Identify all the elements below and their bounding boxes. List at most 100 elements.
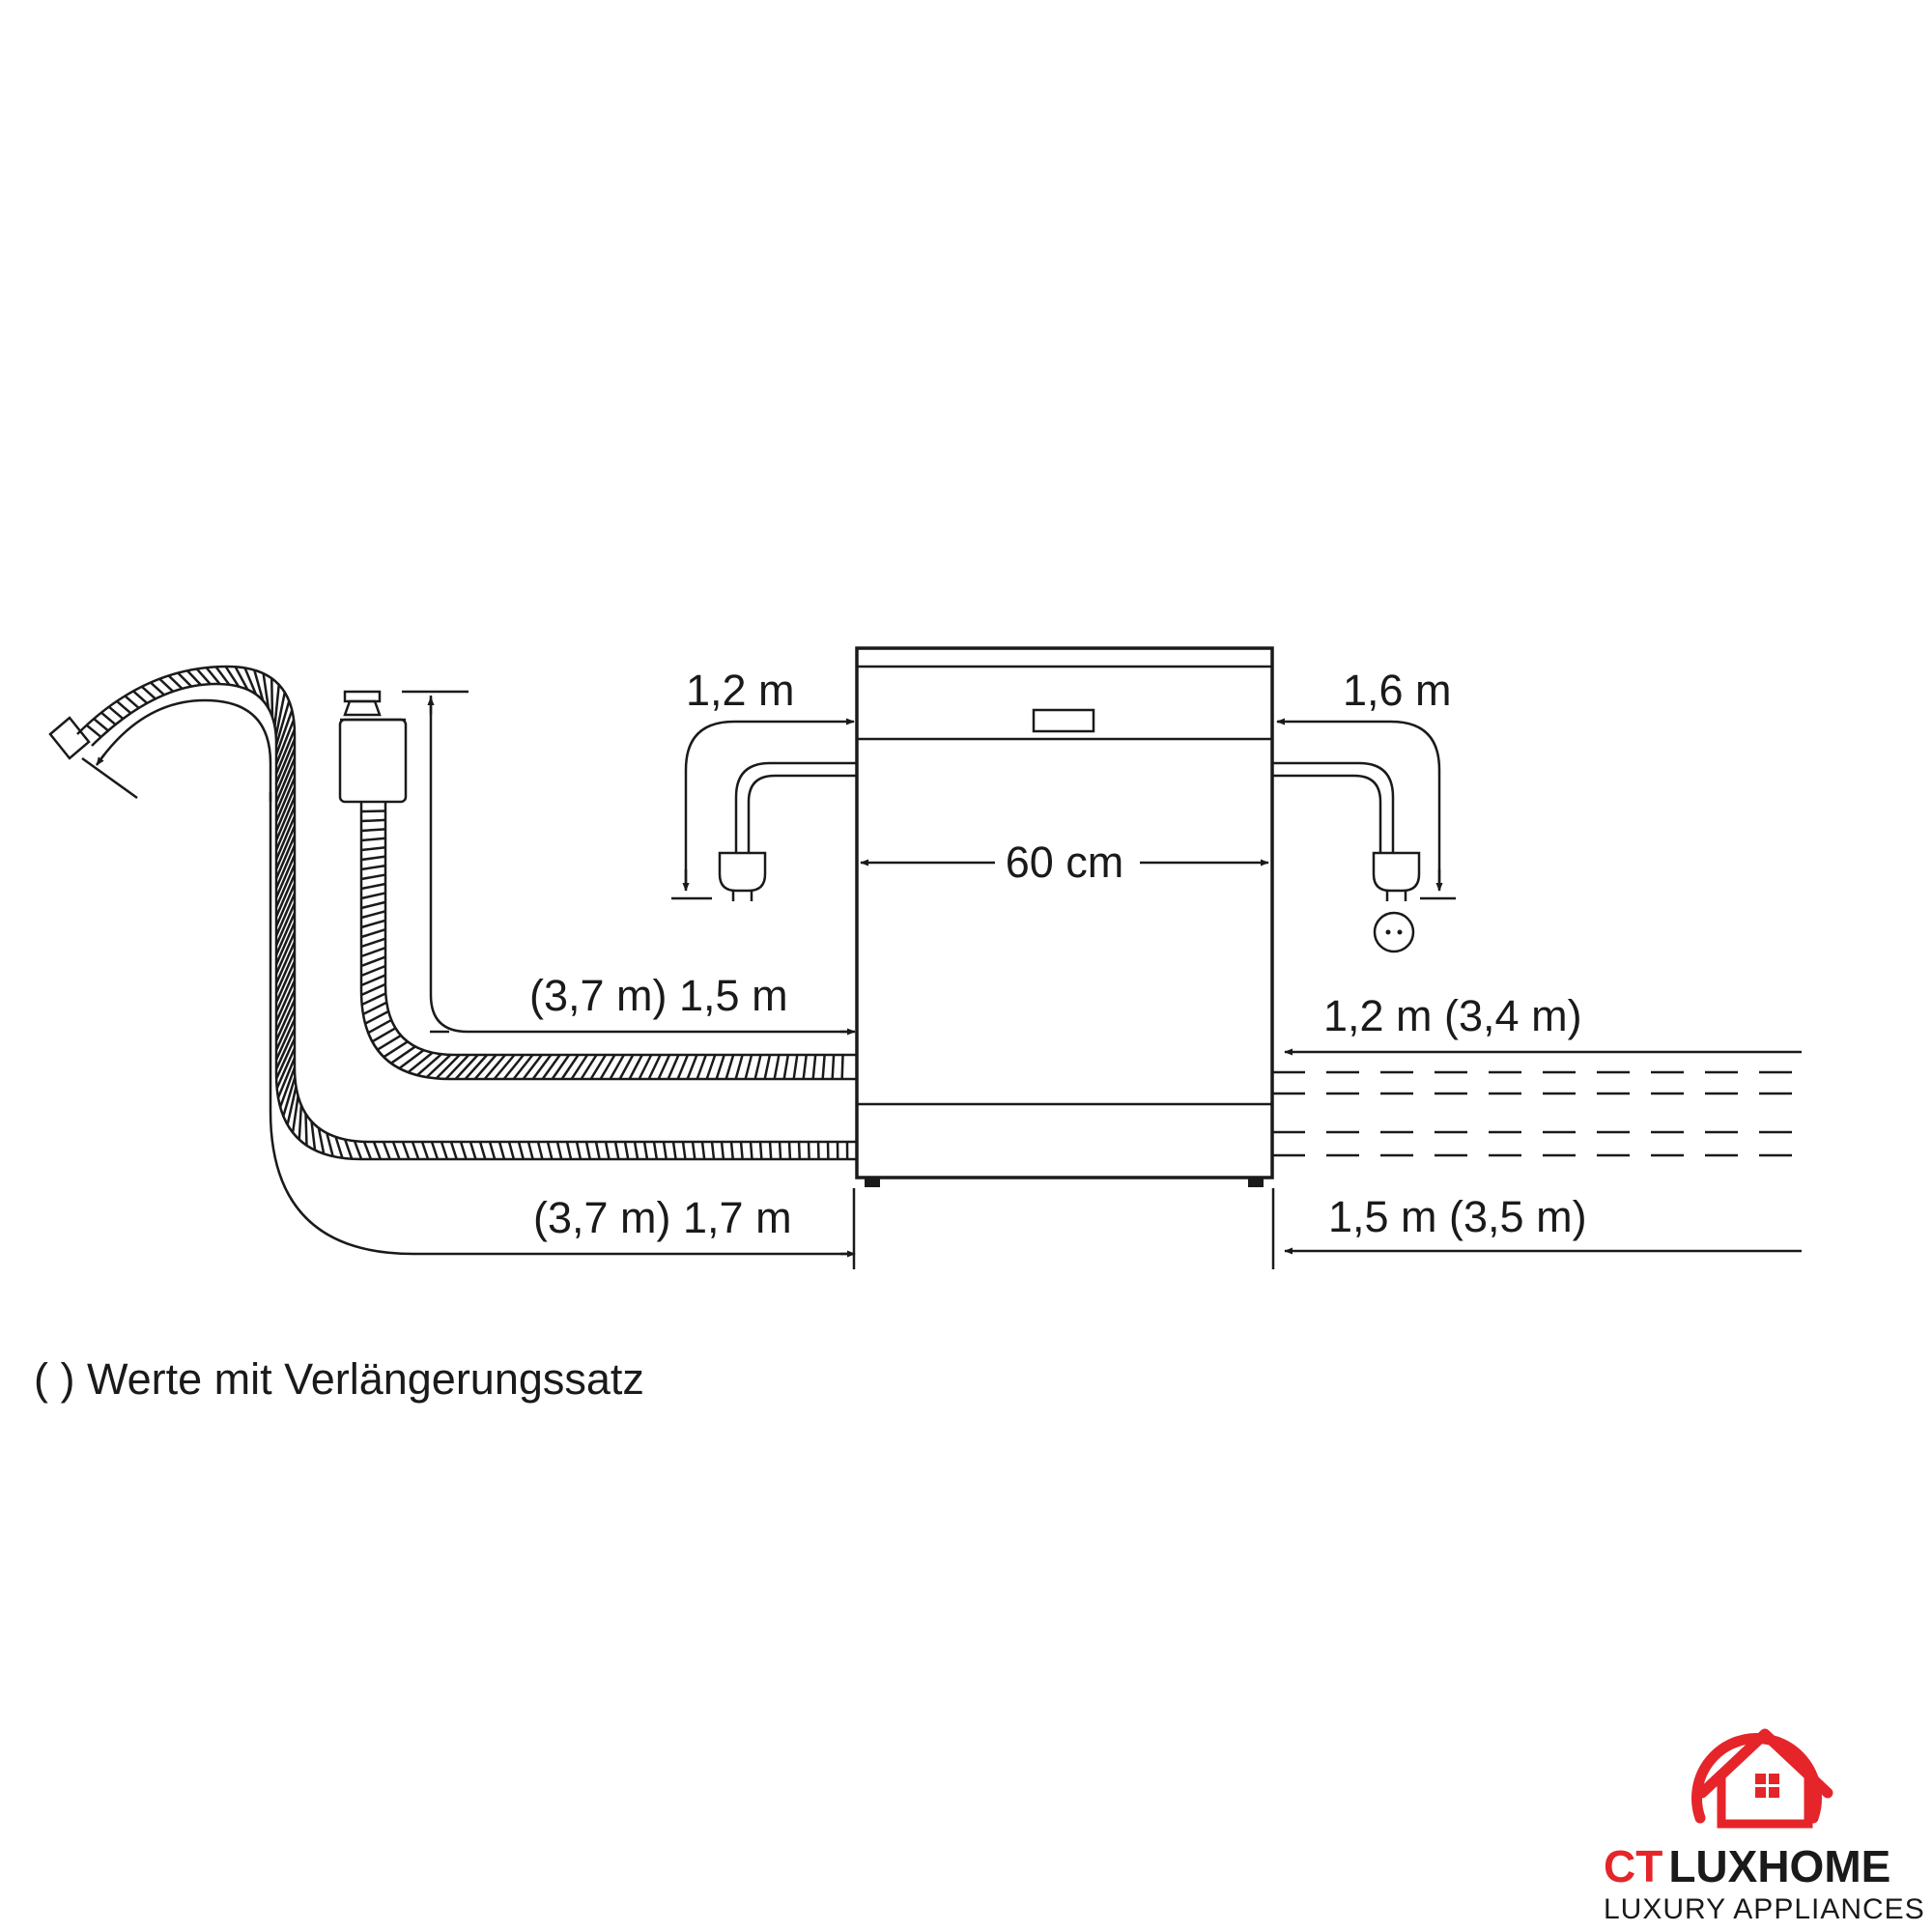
hose-rib [274, 960, 297, 1004]
hose-rib [372, 1141, 382, 1160]
hose-rib [705, 1054, 717, 1080]
hose-rib [205, 667, 221, 685]
hose-rib [720, 1141, 725, 1160]
hose-rib [633, 1141, 639, 1160]
hose-rib [700, 1141, 706, 1160]
hose-rib [274, 893, 297, 937]
inlet-hose: (3,7 m) 1,5 m [338, 690, 857, 1081]
hose-rib [282, 1076, 297, 1117]
hose-rib [141, 685, 156, 700]
hose-rib [274, 902, 297, 947]
hose-rib [425, 1054, 452, 1079]
hose-rib [681, 1141, 687, 1160]
hose-rib [124, 695, 140, 709]
hose-rib [274, 692, 287, 736]
hose-rib [253, 669, 265, 701]
hose-rib [435, 1054, 461, 1080]
hose-rib [360, 937, 386, 949]
inlet-connector-nut [343, 699, 382, 717]
hose-rib [274, 844, 297, 890]
hose-rib [274, 825, 297, 870]
hose-rib [657, 1054, 671, 1080]
hose-rib [274, 970, 297, 1013]
house-emblem-icon [1691, 1728, 1833, 1829]
inlet-right-label: 1,2 m (3,4 m) [1323, 991, 1582, 1040]
hose-rib [459, 1141, 468, 1160]
hose-rib [364, 1009, 389, 1025]
cord-right-outer [1272, 761, 1395, 853]
drain-hose-end-icon [48, 716, 91, 760]
hose-rib [274, 1028, 297, 1070]
hose-rib [371, 1027, 397, 1043]
hose-rib [274, 1009, 297, 1051]
hose-rib [787, 1141, 792, 1160]
hose-rib [724, 1054, 735, 1080]
hose-rib [792, 1054, 799, 1080]
hose-rib [274, 864, 297, 908]
drain-right-label: 1,5 m (3,5 m) [1328, 1192, 1587, 1241]
power-left-label: 1,2 m [686, 666, 795, 715]
hose-rib [262, 672, 270, 709]
hose-rib [753, 1054, 762, 1080]
hose-rib [360, 892, 386, 900]
hose-rib [696, 1054, 708, 1080]
hose-rib [274, 738, 297, 784]
hose-rib [274, 922, 297, 965]
hose-rib [613, 1141, 620, 1160]
hose-rib [360, 955, 386, 968]
inlet-hose-outer [359, 802, 857, 1081]
hose-rib [821, 1054, 826, 1080]
hose-rib [773, 1054, 781, 1080]
hose-rib [398, 1049, 425, 1069]
hose-rib [652, 1141, 659, 1160]
hose-rib [93, 718, 109, 732]
plug-left-icon [718, 851, 767, 893]
hose-rib [686, 1054, 698, 1080]
hose-rib [618, 1054, 635, 1080]
hose-rib [782, 1054, 790, 1080]
hose-rib [150, 681, 165, 696]
hose-rib [274, 873, 297, 918]
hose-rib [274, 719, 296, 765]
hose-rib [565, 1141, 573, 1160]
hose-rib [298, 1105, 303, 1140]
hose-rib [407, 1051, 434, 1074]
hose-rib [360, 845, 386, 852]
hose-rib [132, 690, 149, 704]
hose-rib [778, 1141, 782, 1160]
hose-rib [662, 1141, 668, 1160]
hose-rib [360, 900, 386, 910]
hose-rib [411, 1141, 420, 1160]
hose-rib [274, 999, 297, 1041]
hose-rib [286, 1086, 298, 1125]
hose-rib [390, 1045, 416, 1065]
hose-rib [243, 667, 258, 696]
hose-rib [360, 818, 386, 823]
hose-rib [802, 1054, 808, 1080]
power-right-dimension-line [1278, 720, 1441, 889]
hose-rib [526, 1141, 534, 1160]
hose-rib [360, 864, 386, 871]
brand-ct: CT [1604, 1841, 1662, 1891]
hose-rib [440, 1141, 449, 1160]
hose-rib [584, 1141, 592, 1160]
hose-rib [360, 928, 386, 939]
drain-dimension-line [269, 792, 852, 1256]
hose-rib [541, 1054, 561, 1080]
width-dimension: 60 cm [860, 838, 1269, 887]
hose-rib [531, 1054, 553, 1080]
hose-rib [107, 705, 125, 721]
hose-rib [502, 1054, 525, 1080]
hose-rib [551, 1054, 571, 1080]
hose-rib [483, 1054, 506, 1080]
hose-rib [831, 1054, 836, 1080]
hose-rib [811, 1054, 817, 1080]
hose-rib [536, 1141, 544, 1160]
hose-rib [353, 1140, 363, 1160]
hose-rib [473, 1054, 497, 1080]
hose-rib [274, 806, 297, 851]
hose-rib [647, 1054, 662, 1080]
brand-luxhome: LUXHOME [1668, 1841, 1890, 1891]
hose-rib [334, 1136, 344, 1159]
